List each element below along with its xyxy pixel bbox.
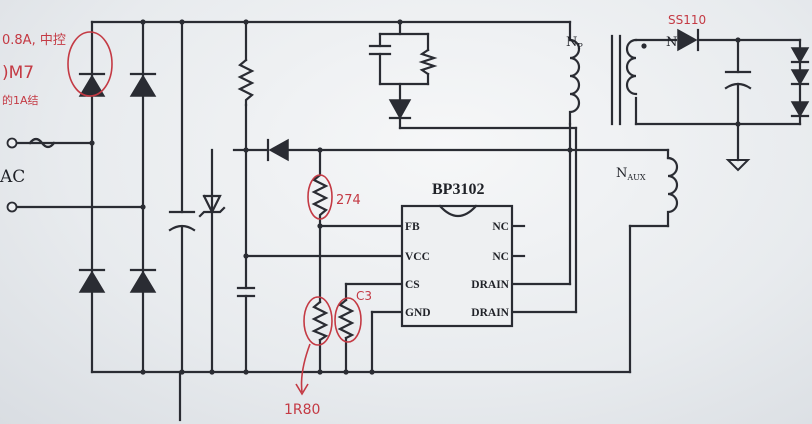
pin-fb: FB xyxy=(405,221,420,233)
secondary-winding xyxy=(625,38,638,96)
bridge-diode-4 xyxy=(129,268,157,293)
bridge-diode-3 xyxy=(78,268,106,293)
aux-winding xyxy=(666,156,679,228)
led-2 xyxy=(790,69,810,86)
ac-label: AC xyxy=(0,167,25,187)
pin-drain-2: DRAIN xyxy=(471,307,509,319)
pin-nc-1: NC xyxy=(492,221,509,233)
startup-resistor xyxy=(237,58,255,107)
bridge-annotations: 0.8A, 中控 )M7 的1A结 xyxy=(2,31,113,107)
cs-resistor: 1R80 xyxy=(284,296,333,418)
fb-resistor-note: 274 xyxy=(336,193,361,208)
led-1 xyxy=(790,47,810,64)
led-3 xyxy=(790,101,810,118)
transformer: NP NS NAUX xyxy=(566,34,683,228)
tvs-diode xyxy=(198,194,226,218)
pin-cs: CS xyxy=(405,279,420,291)
bridge-note-2: )M7 xyxy=(2,63,34,83)
pin-drain-1: DRAIN xyxy=(471,279,509,291)
vcc-capacitor xyxy=(236,286,256,298)
pin-gnd: GND xyxy=(405,307,431,319)
primary-winding xyxy=(568,38,581,126)
ac-input: AC xyxy=(0,137,56,213)
pin-nc-2: NC xyxy=(492,251,509,263)
extra-resistor-note: C3 xyxy=(356,289,372,303)
fb-resistor: 274 xyxy=(307,173,361,220)
bridge-note-1: 0.8A, 中控 xyxy=(2,33,66,48)
fuse-symbol xyxy=(28,137,56,149)
snubber-network xyxy=(368,44,438,120)
primary-label: NP xyxy=(566,35,583,51)
pin-vcc: VCC xyxy=(405,251,430,263)
bulk-capacitor xyxy=(168,210,196,232)
bridge-note-3: 的1A结 xyxy=(2,93,39,107)
led-string xyxy=(790,47,810,118)
junction-dots xyxy=(89,19,741,375)
output-capacitor xyxy=(724,70,752,90)
extra-resistor: C3 xyxy=(334,289,372,343)
cs-resistor-note: 1R80 xyxy=(284,402,320,418)
controller-ic: BP3102 FB VCC CS GND NC NC DRAIN DRAIN xyxy=(400,181,514,328)
ground-symbol xyxy=(725,159,751,172)
ic-part-number: BP3102 xyxy=(432,181,484,198)
aux-diode xyxy=(266,138,289,162)
aux-label: NAUX xyxy=(616,166,646,182)
output-diode: SS110 xyxy=(668,13,706,52)
output-diode-note: SS110 xyxy=(668,13,706,27)
bridge-diode-2 xyxy=(129,72,157,97)
